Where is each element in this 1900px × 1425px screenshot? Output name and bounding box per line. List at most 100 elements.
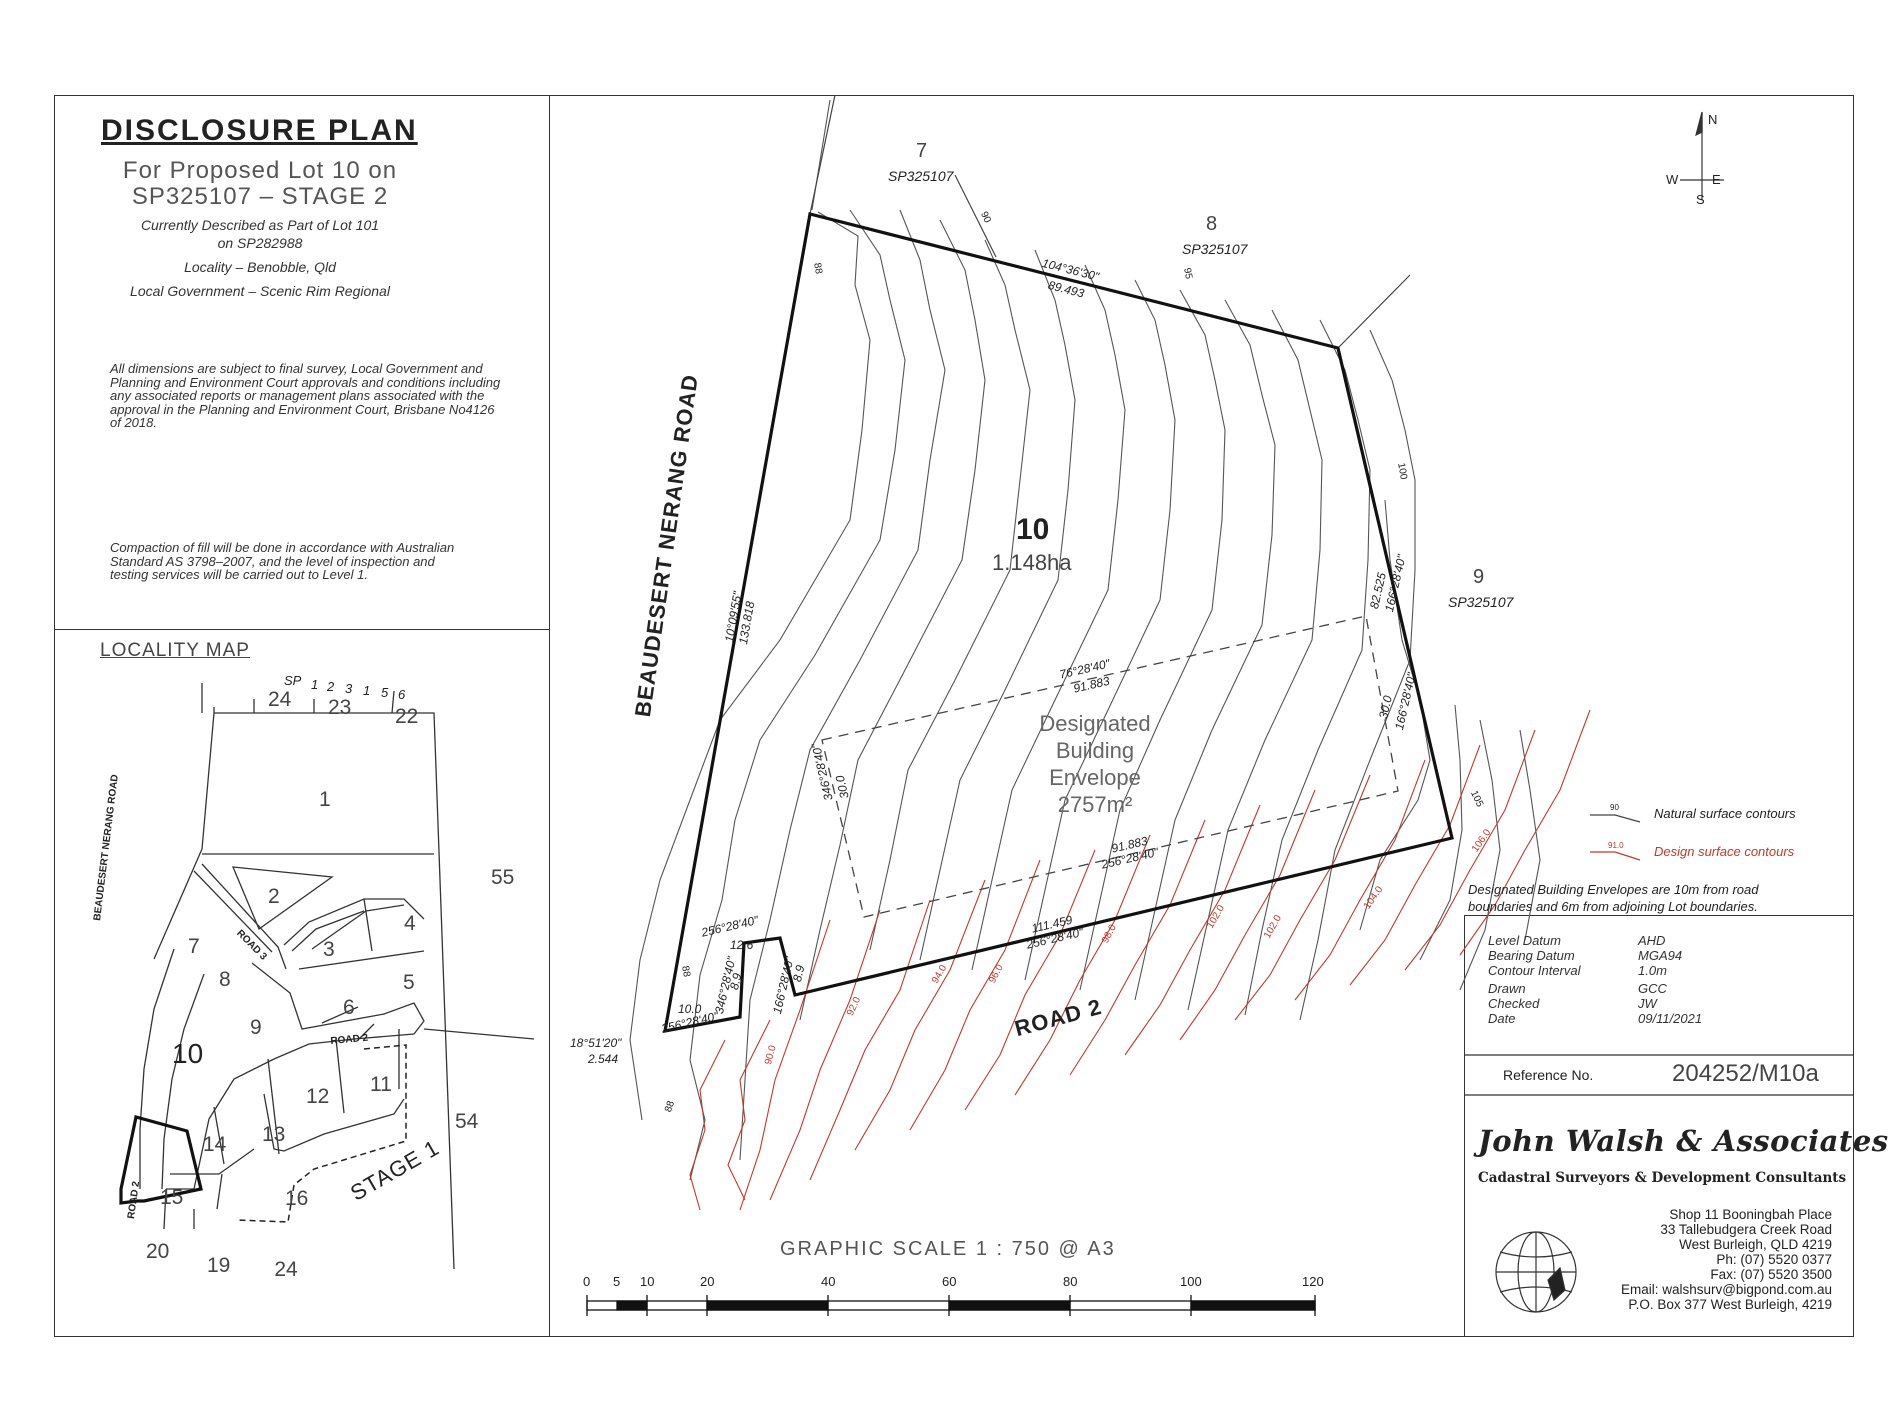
info-value: 09/11/2021: [1638, 1011, 1703, 1026]
natural-contour: [1299, 329, 1416, 1021]
locality-lot-9: 9: [250, 1016, 262, 1039]
dimensions-note: All dimensions are subject to final surv…: [110, 361, 501, 430]
envelope-note-1: Designated Building Envelopes are 10m fr…: [1468, 882, 1759, 897]
compass-e: E: [1712, 172, 1721, 187]
design-contour: [1234, 774, 1371, 1021]
natural-contour: [919, 249, 1076, 961]
design-contour: [1404, 729, 1536, 971]
plan-subtitle-1: For Proposed Lot 10 on: [122, 157, 398, 184]
info-label: Date: [1488, 1011, 1516, 1026]
info-label: Contour Interval: [1488, 963, 1581, 978]
lot-number: 10: [1016, 513, 1050, 546]
design-contour: [1294, 759, 1426, 1001]
locality-sp-2: 2: [327, 679, 335, 694]
locality-lot-19: 19: [207, 1254, 231, 1277]
design-contour: [809, 899, 931, 1181]
beaudesert-road-edge: [809, 94, 836, 215]
natural-contour: [971, 264, 1126, 971]
design-contour: [689, 1039, 726, 1211]
plan-subtitle-2: SP325107 – STAGE 2: [131, 183, 389, 210]
design-contour: [964, 849, 1096, 1111]
natural-contour: [689, 209, 906, 1181]
neighbour-lot-9: 9: [1473, 566, 1485, 588]
natural-contour: [869, 239, 1031, 951]
legend-samples: [1590, 814, 1641, 861]
company-address: Shop 11 Booningbah Place 33 Tallebudgera…: [1620, 1207, 1832, 1312]
scale-tick: 100: [1180, 1274, 1202, 1289]
natural-contour-label: 95: [1181, 267, 1194, 280]
locality-lot-54: 54: [455, 1110, 479, 1133]
locality-lot-20: 20: [146, 1240, 170, 1263]
design-contour: [1014, 834, 1151, 1096]
compass-s: S: [1696, 192, 1705, 207]
design-contour: [1124, 804, 1261, 1056]
locality-lot-11: 11: [370, 1073, 392, 1096]
locality-lot-7: 7: [188, 935, 200, 958]
info-value: 1.0m: [1638, 963, 1667, 978]
scale-tick: 10: [640, 1274, 655, 1289]
locality-lot-55: 55: [491, 866, 515, 889]
compass-n: N: [1708, 112, 1718, 127]
design-contour: [909, 859, 1041, 1131]
scale-tick: 120: [1302, 1274, 1324, 1289]
described-line-2: on SP282988: [217, 235, 303, 251]
info-value: GCC: [1638, 981, 1667, 996]
neighbour-lot-9-plan: SP325107: [1448, 594, 1514, 610]
locality-lot-10: 10: [172, 1038, 204, 1069]
natural-contour: [1459, 719, 1501, 991]
natural-contour: [799, 219, 986, 1021]
locality-lot-3: 3: [323, 938, 335, 961]
scale-tick: 80: [1063, 1274, 1078, 1289]
scale-tick: 60: [942, 1274, 957, 1289]
locality-lot-16: 16: [285, 1187, 309, 1210]
locality-text: Locality – Benobble, Qld: [184, 259, 336, 275]
described-line-1: Currently Described as Part of Lot 101: [140, 217, 380, 233]
locality-lot-6: 6: [343, 996, 355, 1019]
design-contour: [1459, 709, 1591, 956]
neighbour-lot-8-plan: SP325107: [1182, 241, 1248, 257]
natural-contour: [1187, 309, 1323, 1011]
locality-lot-5: 5: [403, 971, 415, 994]
scale-tick: 0: [583, 1274, 591, 1289]
compass-w: W: [1666, 172, 1679, 187]
info-value: MGA94: [1638, 948, 1683, 963]
design-contour: [769, 909, 881, 1201]
locality-sp-3: 3: [345, 681, 353, 696]
locality-lot-13: 13: [262, 1123, 286, 1146]
locality-lot-2: 2: [268, 885, 280, 908]
envelope-label-3: Envelope: [1049, 765, 1141, 790]
locality-lot-24: 24: [268, 688, 292, 711]
natural-contour: [1134, 299, 1276, 1001]
locality-sp-5: 5: [381, 685, 389, 700]
design-contours: [689, 709, 1591, 1211]
truncation-bearing: 18°51'20": [570, 1036, 622, 1050]
legend-natural-sample: 90: [1610, 803, 1619, 812]
scale-tick: 5: [613, 1274, 621, 1289]
natural-contour: [1079, 289, 1226, 991]
company-tagline: Cadastral Surveyors & Development Consul…: [1478, 1170, 1847, 1186]
info-label: Checked: [1488, 996, 1540, 1011]
locality-lot-12: 12: [306, 1085, 330, 1108]
locality-lot-14: 14: [203, 1133, 227, 1156]
natural-contour: [1519, 729, 1541, 941]
notch-top-distance: 12.6: [730, 938, 754, 952]
design-contour: [739, 919, 831, 1211]
info-value: JW: [1638, 996, 1657, 1011]
envelope-label-2: Building: [1055, 738, 1135, 763]
locality-lot-1: 1: [319, 788, 331, 811]
corner-distance: 10.0: [678, 1002, 702, 1016]
building-envelope: [821, 615, 1399, 918]
natural-contour: [629, 211, 871, 1121]
natural-contour: [1244, 319, 1371, 1016]
envelope-area: 2757m²: [1057, 792, 1133, 817]
natural-contour: [1024, 279, 1176, 981]
natural-contour-label: 88: [679, 965, 692, 978]
locality-lot-15: 15: [160, 1186, 184, 1209]
scale-tick: 20: [700, 1274, 715, 1289]
compaction-note: Compaction of fill will be done in accor…: [110, 540, 455, 582]
info-label: Drawn: [1488, 981, 1526, 996]
lot-area: 1.148ha: [992, 550, 1072, 575]
natural-contour-label: 88: [811, 262, 824, 275]
locality-sp-label: SP: [284, 673, 302, 688]
